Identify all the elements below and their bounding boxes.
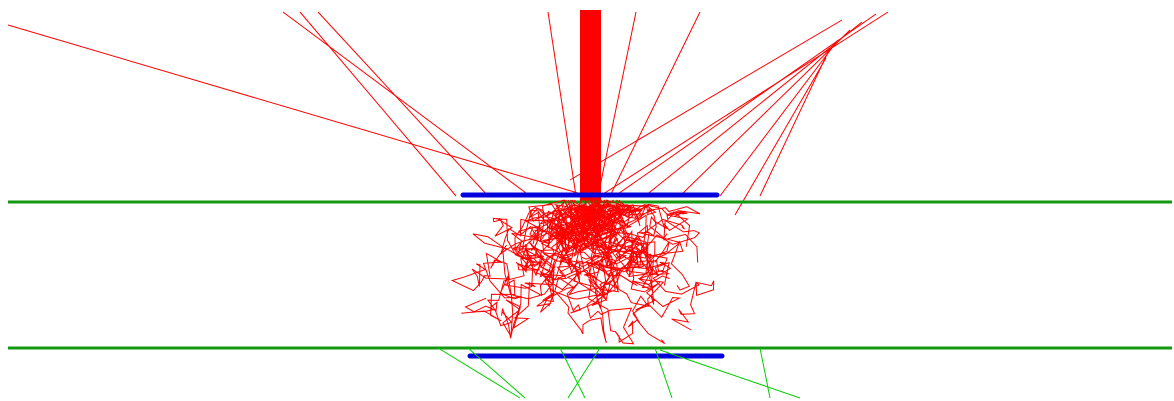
reflected-ray [614, 13, 877, 197]
reflected-ray [734, 57, 827, 216]
reflected-ray [317, 11, 489, 197]
reflected-ray [599, 11, 889, 197]
transmitted-ray [437, 347, 521, 399]
reflected-rays [7, 11, 889, 216]
scattering-path [563, 199, 682, 324]
reflected-ray [719, 39, 839, 197]
transmitted-ray [567, 347, 601, 399]
incident-beam [580, 10, 601, 202]
scattering-path [464, 199, 576, 339]
transmitted-ray [559, 347, 586, 399]
scattering-path [570, 199, 653, 286]
transmitted-ray [759, 347, 771, 399]
reflected-ray [299, 11, 457, 197]
transmitted-ray [659, 349, 801, 399]
reflected-ray [282, 11, 531, 197]
reflected-ray [759, 47, 831, 197]
scattering-path [502, 199, 573, 300]
scattering-path [536, 199, 636, 344]
transmitted-rays [437, 347, 801, 399]
scattering-path [579, 199, 643, 242]
transmitted-ray [654, 347, 673, 399]
scattering-path [529, 199, 585, 291]
scattering-path [569, 199, 670, 290]
scattering-paths [450, 199, 715, 345]
reflected-ray [679, 29, 851, 197]
reflected-ray [569, 19, 843, 181]
scattering-path [548, 199, 666, 244]
transmitted-ray [467, 347, 526, 399]
scattering-path [582, 199, 701, 264]
scattering-path [569, 199, 665, 311]
scattering-path [514, 199, 607, 261]
reflected-ray [597, 11, 637, 197]
reflected-ray [609, 11, 701, 197]
reflected-ray [644, 21, 863, 197]
reflected-ray [547, 11, 577, 197]
